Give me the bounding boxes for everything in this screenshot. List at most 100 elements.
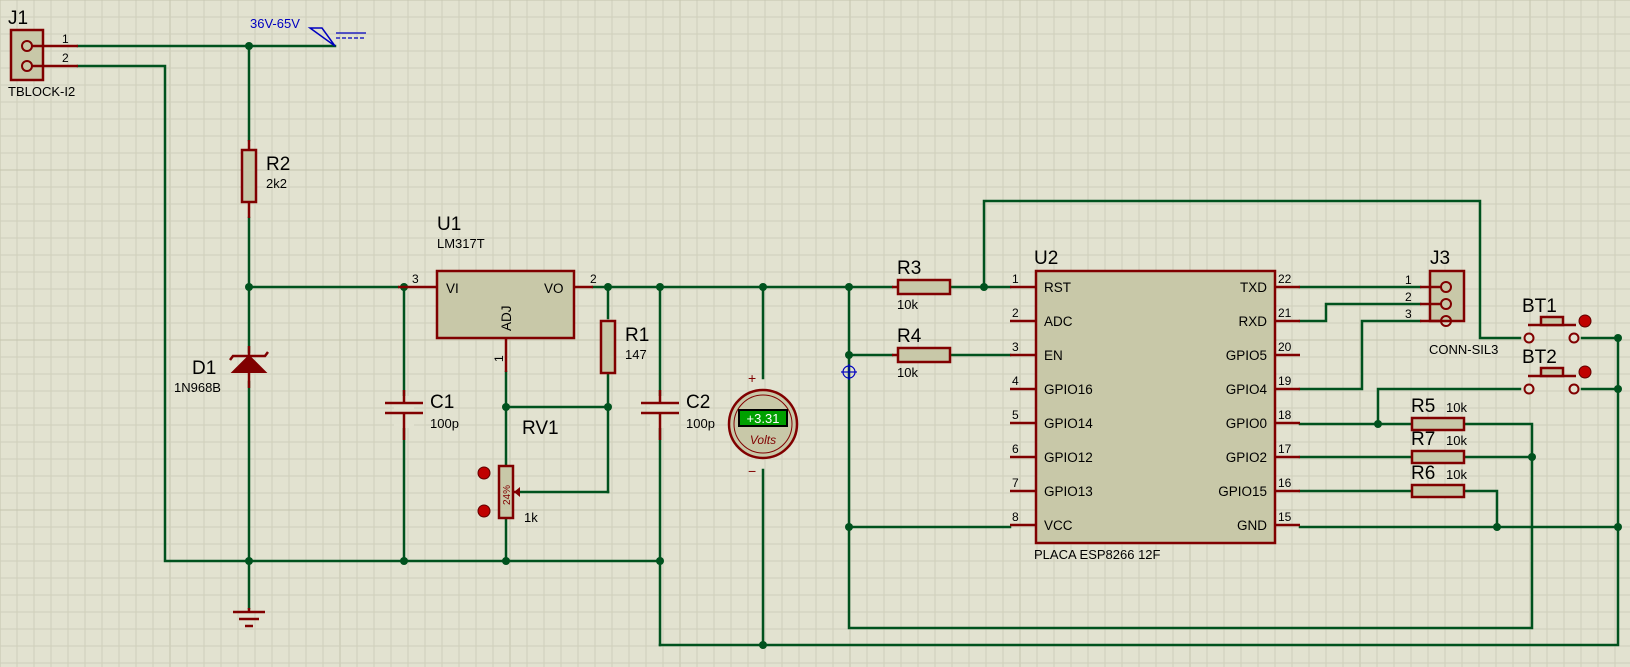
component-rv1[interactable]: RV1 24% 1k — [477, 418, 559, 525]
supply-label: 36V-65V — [250, 16, 300, 31]
supply-terminal[interactable]: 36V-65V — [250, 16, 366, 47]
u2-pin-number: 17 — [1278, 442, 1292, 456]
voltmeter-plus: + — [748, 370, 756, 386]
r2-value: 2k2 — [266, 176, 287, 191]
r5-ref: R5 — [1411, 396, 1435, 417]
component-r3[interactable]: R3 10k — [892, 258, 952, 312]
u2-pin-number: 3 — [1012, 340, 1019, 354]
junction — [656, 557, 664, 565]
r6-body — [1410, 483, 1466, 499]
u2-pin-number: 22 — [1278, 272, 1292, 286]
junction — [245, 557, 253, 565]
junction — [1614, 523, 1622, 531]
u1-pin-number: 2 — [590, 272, 597, 286]
junction — [1493, 523, 1501, 531]
r7-body — [1410, 449, 1466, 465]
u2-label-gpio5: GPIO5 — [1226, 348, 1267, 363]
u2-pin-number: 16 — [1278, 476, 1292, 490]
wires — [76, 44, 1620, 647]
component-j1[interactable]: J1 1 2 TBLOCK-I2 — [8, 8, 78, 99]
r7-value: 10k — [1446, 433, 1467, 448]
j1-ref: J1 — [8, 8, 28, 29]
r6-ref: R6 — [1411, 463, 1435, 484]
u2-label-gnd: GND — [1237, 518, 1267, 533]
r2-body — [240, 148, 258, 204]
u2-right-pins: 22TXD21RXD20GPIO519GPIO418GPIO017GPIO216… — [1218, 272, 1300, 533]
bt2-ref: BT2 — [1522, 347, 1557, 368]
d1-value: 1N968B — [174, 380, 221, 395]
junction — [245, 42, 253, 50]
j3-value: CONN-SIL3 — [1429, 342, 1498, 357]
wire-bottom-rail[interactable] — [658, 336, 1620, 647]
wire-vcc-bus[interactable] — [847, 285, 1534, 630]
u1-value: LM317T — [437, 236, 485, 251]
voltmeter-minus: − — [748, 463, 756, 479]
component-c1[interactable]: C1 100p — [385, 390, 459, 440]
wire-gpio4[interactable] — [1298, 319, 1422, 391]
j3-body — [1428, 269, 1466, 323]
bt1-contact — [1523, 332, 1535, 344]
j1-pin-number: 1 — [62, 32, 69, 46]
r5-value: 10k — [1446, 400, 1467, 415]
wire-gnd-return[interactable] — [76, 64, 662, 563]
component-c2[interactable]: C2 100p — [641, 390, 715, 440]
u2-label-gpio0: GPIO0 — [1226, 416, 1267, 431]
u2-label-gpio13: GPIO13 — [1044, 484, 1093, 499]
bt2-press-icon[interactable] — [1578, 365, 1592, 379]
component-r7[interactable]: R7 10k — [1410, 429, 1467, 465]
wire-rxd[interactable] — [1298, 302, 1422, 323]
wire-rst-bt1[interactable] — [982, 199, 1522, 340]
junction — [245, 283, 253, 291]
component-u1[interactable]: U1 LM317T VI VO ADJ 3 2 1 — [398, 214, 597, 372]
r6-value: 10k — [1446, 467, 1467, 482]
voltmeter-screen — [740, 411, 786, 425]
j1-pin-number: 2 — [62, 51, 69, 65]
component-bt1[interactable]: BT1 — [1522, 296, 1592, 344]
bt1-press-icon[interactable] — [1578, 314, 1592, 328]
u2-label-en: EN — [1044, 348, 1063, 363]
u2-label-gpio2: GPIO2 — [1226, 450, 1267, 465]
component-bt2[interactable]: BT2 — [1522, 347, 1592, 395]
u2-value: PLACA ESP8266 12F — [1034, 547, 1161, 562]
component-r2[interactable]: R2 2k2 — [240, 140, 290, 218]
r4-body — [896, 346, 952, 364]
u1-pin-number: 3 — [412, 272, 419, 286]
j1-body — [9, 28, 45, 82]
junction — [502, 403, 510, 411]
wire-gpio0-bt2[interactable] — [1376, 387, 1522, 426]
wire-r6-right[interactable] — [1464, 489, 1499, 529]
junction — [845, 351, 853, 359]
junction — [604, 283, 612, 291]
wire-r5-right[interactable] — [1464, 422, 1534, 459]
component-r6[interactable]: R6 10k — [1410, 463, 1467, 499]
component-voltmeter[interactable]: +3.31 Volts + − — [727, 370, 799, 479]
ground-symbol[interactable] — [233, 608, 265, 628]
r3-ref: R3 — [897, 258, 921, 279]
component-r4[interactable]: R4 10k — [892, 326, 952, 380]
u1-ref: U1 — [437, 214, 461, 235]
junction — [656, 283, 664, 291]
junction — [502, 557, 510, 565]
u2-pin-number: 8 — [1012, 510, 1019, 524]
rv1-ref: RV1 — [522, 418, 559, 439]
j3-pin-number: 3 — [1405, 307, 1412, 321]
component-r5[interactable]: R5 10k — [1410, 396, 1467, 432]
r7-ref: R7 — [1411, 429, 1435, 450]
decrease-icon[interactable] — [477, 504, 491, 518]
junction — [1528, 453, 1536, 461]
u2-pin-number: 20 — [1278, 340, 1292, 354]
u1-label-adj: ADJ — [499, 305, 514, 331]
junction — [604, 403, 612, 411]
component-r1[interactable]: R1 147 — [599, 319, 649, 375]
component-j3[interactable]: J3 1 2 3 CONN-SIL3 — [1405, 248, 1498, 357]
increase-icon[interactable] — [477, 466, 491, 480]
component-u2[interactable]: U2 PLACA ESP8266 12F 1RST2ADC3EN4GPIO165… — [1010, 248, 1300, 562]
u2-pin-number: 18 — [1278, 408, 1292, 422]
junction — [980, 283, 988, 291]
junction — [845, 283, 853, 291]
component-d1[interactable]: D1 1N968B — [174, 346, 269, 395]
u1-label-vi: VI — [446, 281, 459, 296]
j1-value: TBLOCK-I2 — [8, 84, 75, 99]
d1-cathode — [229, 351, 269, 361]
